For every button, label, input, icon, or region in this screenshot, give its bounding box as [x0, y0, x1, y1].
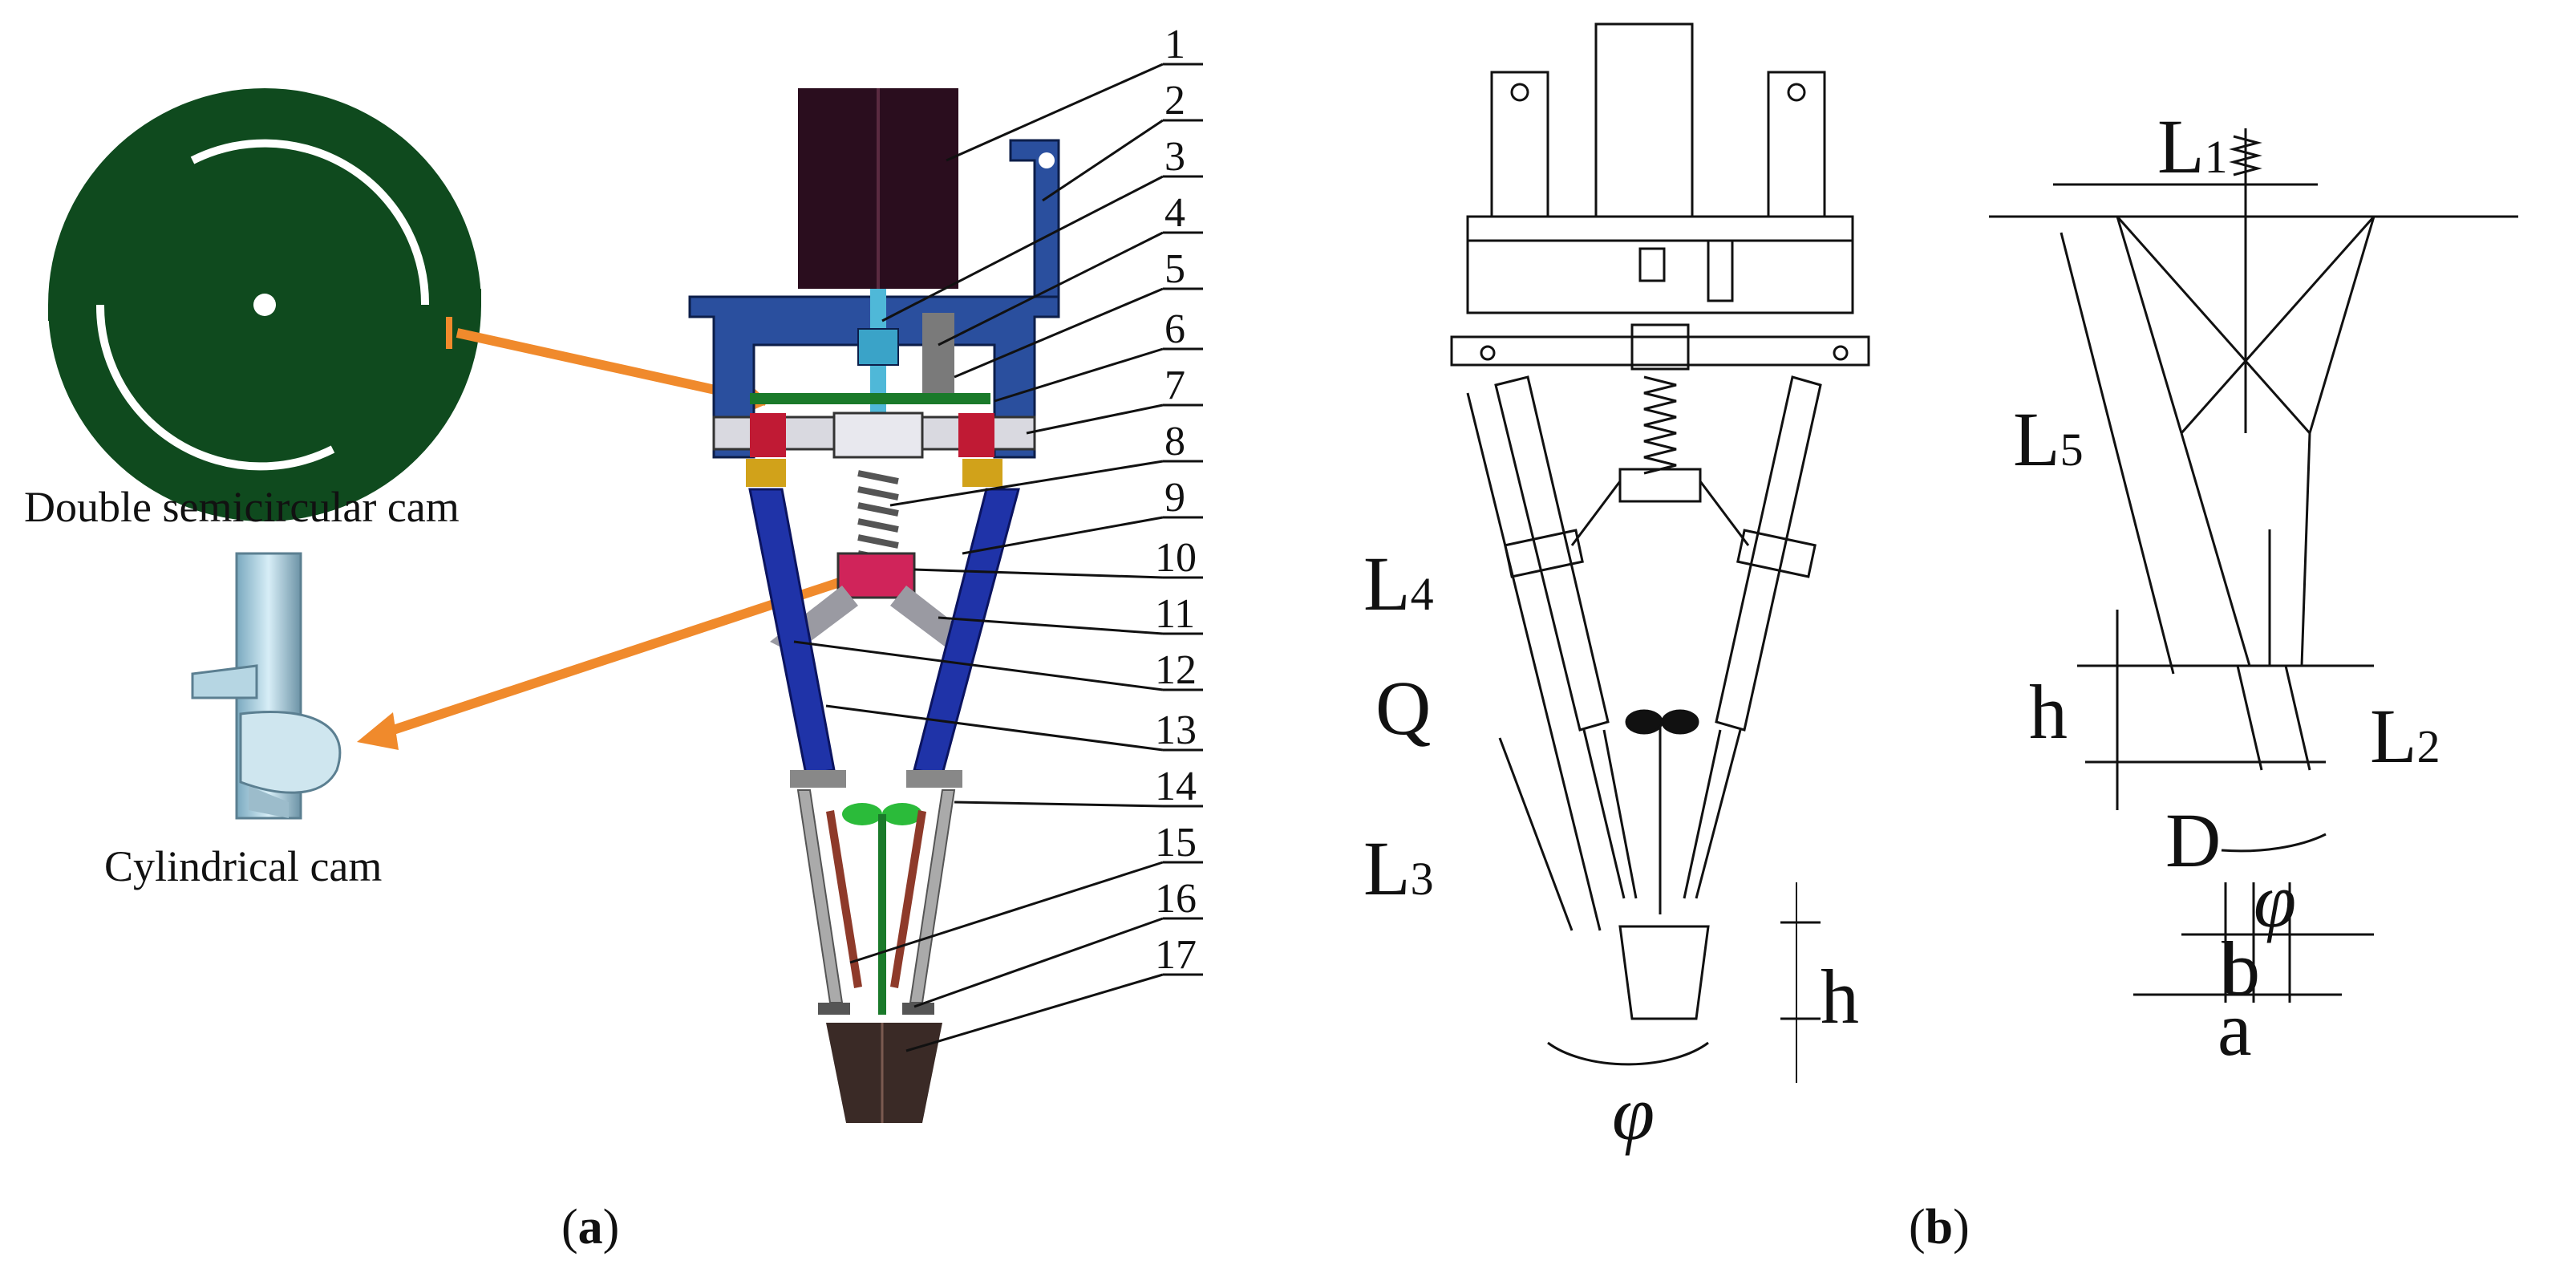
panel-b-left-labels: L4 Q L3 h φ: [1363, 541, 1859, 1156]
part-number: 5: [1164, 246, 1185, 292]
part-number: 17: [1155, 932, 1197, 978]
part-number: 2: [1164, 78, 1185, 124]
caption-cylindrical-cam: Cylindrical cam: [104, 842, 382, 890]
panel-b-label: (b): [1909, 1200, 1970, 1255]
part-number: 8: [1164, 419, 1185, 464]
part-number: 9: [1164, 475, 1185, 521]
planting-mechanism-assembly: [688, 88, 1060, 1123]
part-number: 7: [1164, 363, 1185, 408]
cylindrical-cam-image: [191, 552, 342, 820]
dim-label-phi: φ: [1612, 1070, 1655, 1156]
part-number: 11: [1155, 591, 1195, 637]
caption-double-semicircular-cam: Double semicircular cam: [24, 483, 460, 531]
part-number: 13: [1155, 707, 1197, 753]
panel-a-label: (a): [561, 1200, 619, 1255]
dim-label-L3: L3: [1363, 825, 1434, 911]
dim-label-h: h: [1821, 954, 1859, 1040]
part-number-leaders: [793, 63, 1203, 1052]
panel-b-right-labels: L1 L5 h L2 D φ b a: [2013, 103, 2440, 1072]
dim-label-D: D: [2165, 797, 2221, 883]
part-number-labels: 1 2 3 4 5 6 7 8 9 10 11 12 13 14 15 16 1…: [1155, 22, 1197, 978]
dim-label-a: a: [2218, 986, 2252, 1072]
part-number: 10: [1155, 535, 1197, 581]
dim-label-Q: Q: [1375, 665, 1431, 751]
dim-label-phi-right: φ: [2254, 857, 2296, 943]
dim-label-L1: L1: [2157, 103, 2228, 189]
panel-b-right-kinematics: [1989, 128, 2518, 1003]
dim-label-h-right: h: [2029, 669, 2068, 755]
part-number: 6: [1164, 306, 1185, 352]
part-number: 3: [1164, 134, 1185, 180]
panel-b-left-schematic: [1450, 22, 1870, 1083]
part-number: 16: [1155, 876, 1197, 922]
part-number: 4: [1164, 190, 1185, 236]
dim-label-L2: L2: [2370, 693, 2440, 779]
part-number: 15: [1155, 820, 1197, 865]
dim-label-b: b: [2222, 926, 2260, 1011]
double-semicircular-cam-image: [48, 88, 481, 521]
part-number: 1: [1164, 22, 1185, 67]
part-number: 14: [1155, 764, 1197, 809]
dim-label-L4: L4: [1363, 541, 1434, 626]
dim-label-L5: L5: [2013, 396, 2084, 482]
panel-a: Double semicircular cam Cylindrical cam: [24, 22, 1203, 1255]
part-number: 12: [1155, 647, 1197, 693]
